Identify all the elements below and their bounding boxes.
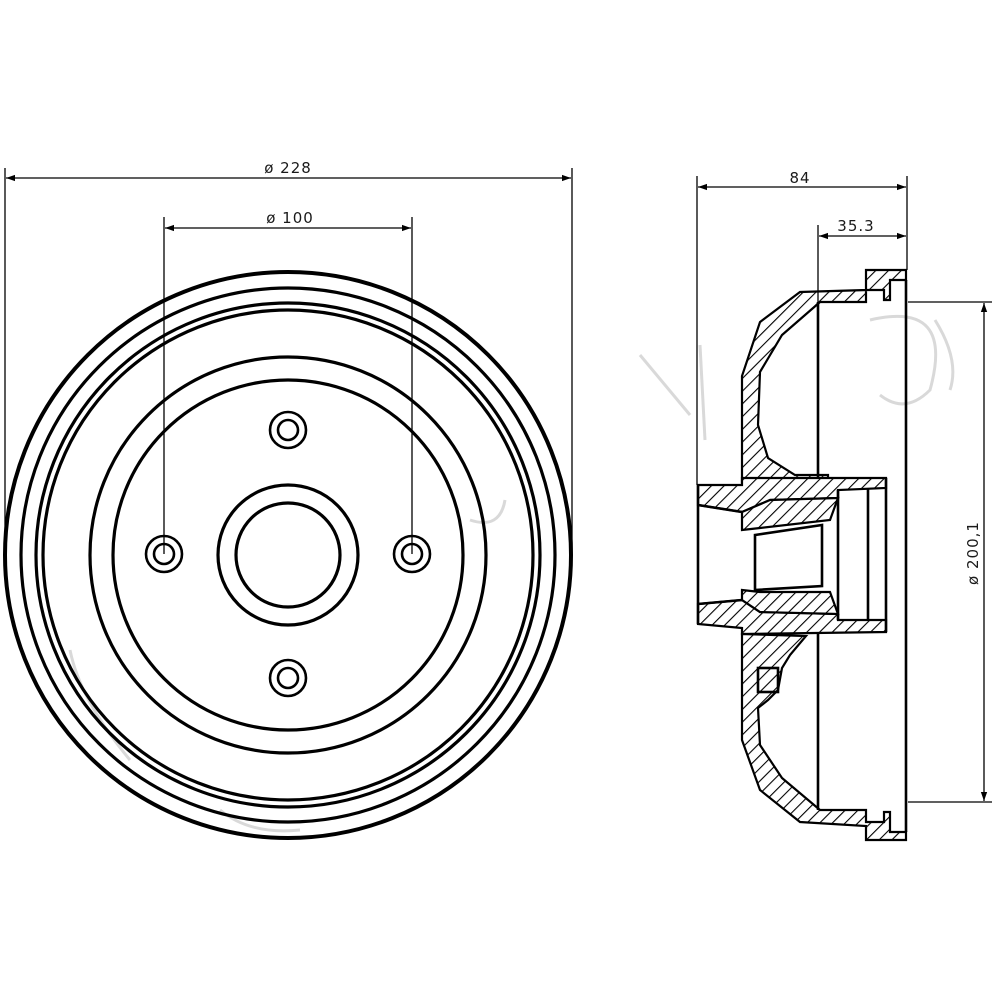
stud-block: [756, 666, 780, 694]
side-section-view: 84 35.3 ø 200,1: [696, 169, 992, 842]
upper-shell-section: [740, 268, 908, 484]
bore-edge-1: [697, 503, 743, 514]
lower-shell-section: [740, 632, 908, 842]
center-boss-ring: [216, 483, 360, 627]
watermark: [68, 314, 955, 833]
bolt-hole-top: [268, 410, 308, 450]
bolt-circle-label: ø 100: [266, 209, 314, 227]
overall-width-label: 84: [789, 169, 810, 187]
front-view: ø 228 ø 100: [3, 159, 573, 840]
dim-flange-offset: 35.3: [817, 217, 906, 302]
hub-face-ring: [88, 355, 488, 755]
center-bore: [234, 501, 342, 609]
dim-outer-diameter: ø 228: [4, 159, 573, 555]
inner-diameter-label: ø 200,1: [964, 521, 982, 585]
rim-ring-2: [19, 286, 557, 824]
bore-taper-section-lower: [740, 588, 840, 616]
bore-inner-window: [753, 523, 824, 592]
dim-overall-width: 84: [696, 169, 908, 485]
dim-bolt-circle: ø 100: [163, 209, 413, 554]
rim-ring-4: [41, 308, 535, 802]
outer-diameter-label: ø 228: [264, 159, 312, 177]
rim-ring-3: [34, 301, 542, 809]
hub-inner-ring: [111, 378, 465, 732]
flange-offset-label: 35.3: [837, 217, 874, 235]
dim-inner-diameter: ø 200,1: [908, 301, 992, 803]
bore-edge-2: [697, 598, 743, 606]
bore-taper-section: [740, 496, 840, 532]
bolt-hole-bottom: [268, 658, 308, 698]
